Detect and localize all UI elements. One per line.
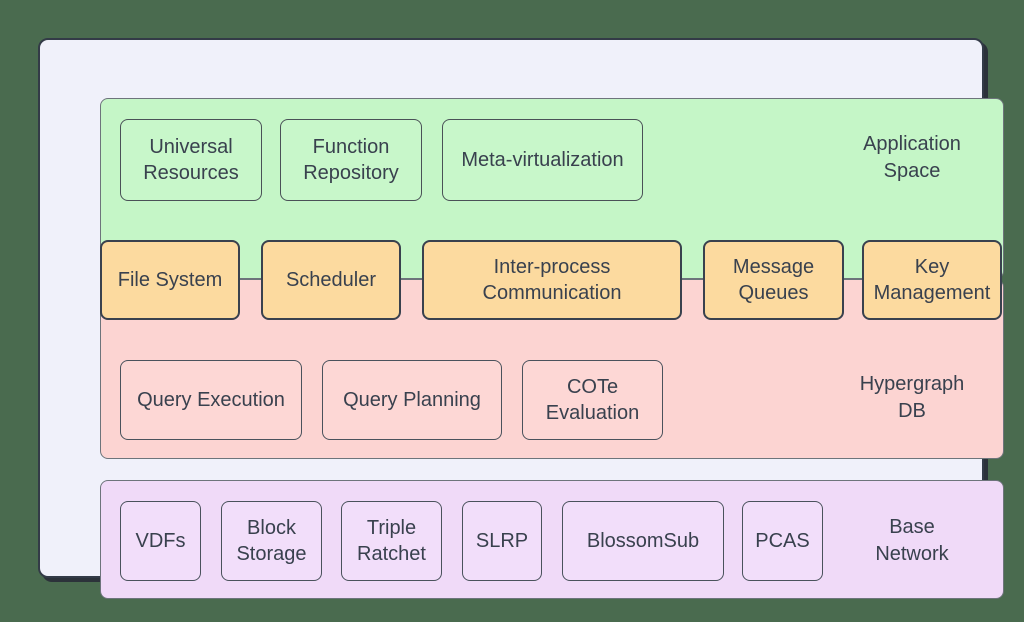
- box-scheduler: Scheduler: [261, 240, 401, 320]
- box-meta-virtualization: Meta-virtualization: [442, 119, 643, 201]
- box-vdfs: VDFs: [120, 501, 201, 581]
- box-file-system: File System: [100, 240, 240, 320]
- box-query-planning: Query Planning: [322, 360, 502, 440]
- architecture-container: Application Space Hypergraph DB Base Net…: [38, 38, 1004, 599]
- box-triple-ratchet: Triple Ratchet: [341, 501, 442, 581]
- box-inter-process-communication: Inter-process Communication: [422, 240, 682, 320]
- hypergraph-db-title: Hypergraph DB: [859, 373, 965, 422]
- box-blossomsub: BlossomSub: [562, 501, 724, 581]
- box-query-execution: Query Execution: [120, 360, 302, 440]
- base-network-title: Base Network: [875, 516, 949, 565]
- box-slrp: SLRP: [462, 501, 542, 581]
- application-space-title: Application Space: [863, 133, 961, 182]
- box-cote-evaluation: COTe Evaluation: [522, 360, 663, 440]
- box-universal-resources: Universal Resources: [120, 119, 262, 201]
- box-function-repository: Function Repository: [280, 119, 422, 201]
- box-key-management: Key Management: [862, 240, 1002, 320]
- box-pcas: PCAS: [742, 501, 823, 581]
- box-message-queues: Message Queues: [703, 240, 844, 320]
- box-block-storage: Block Storage: [221, 501, 322, 581]
